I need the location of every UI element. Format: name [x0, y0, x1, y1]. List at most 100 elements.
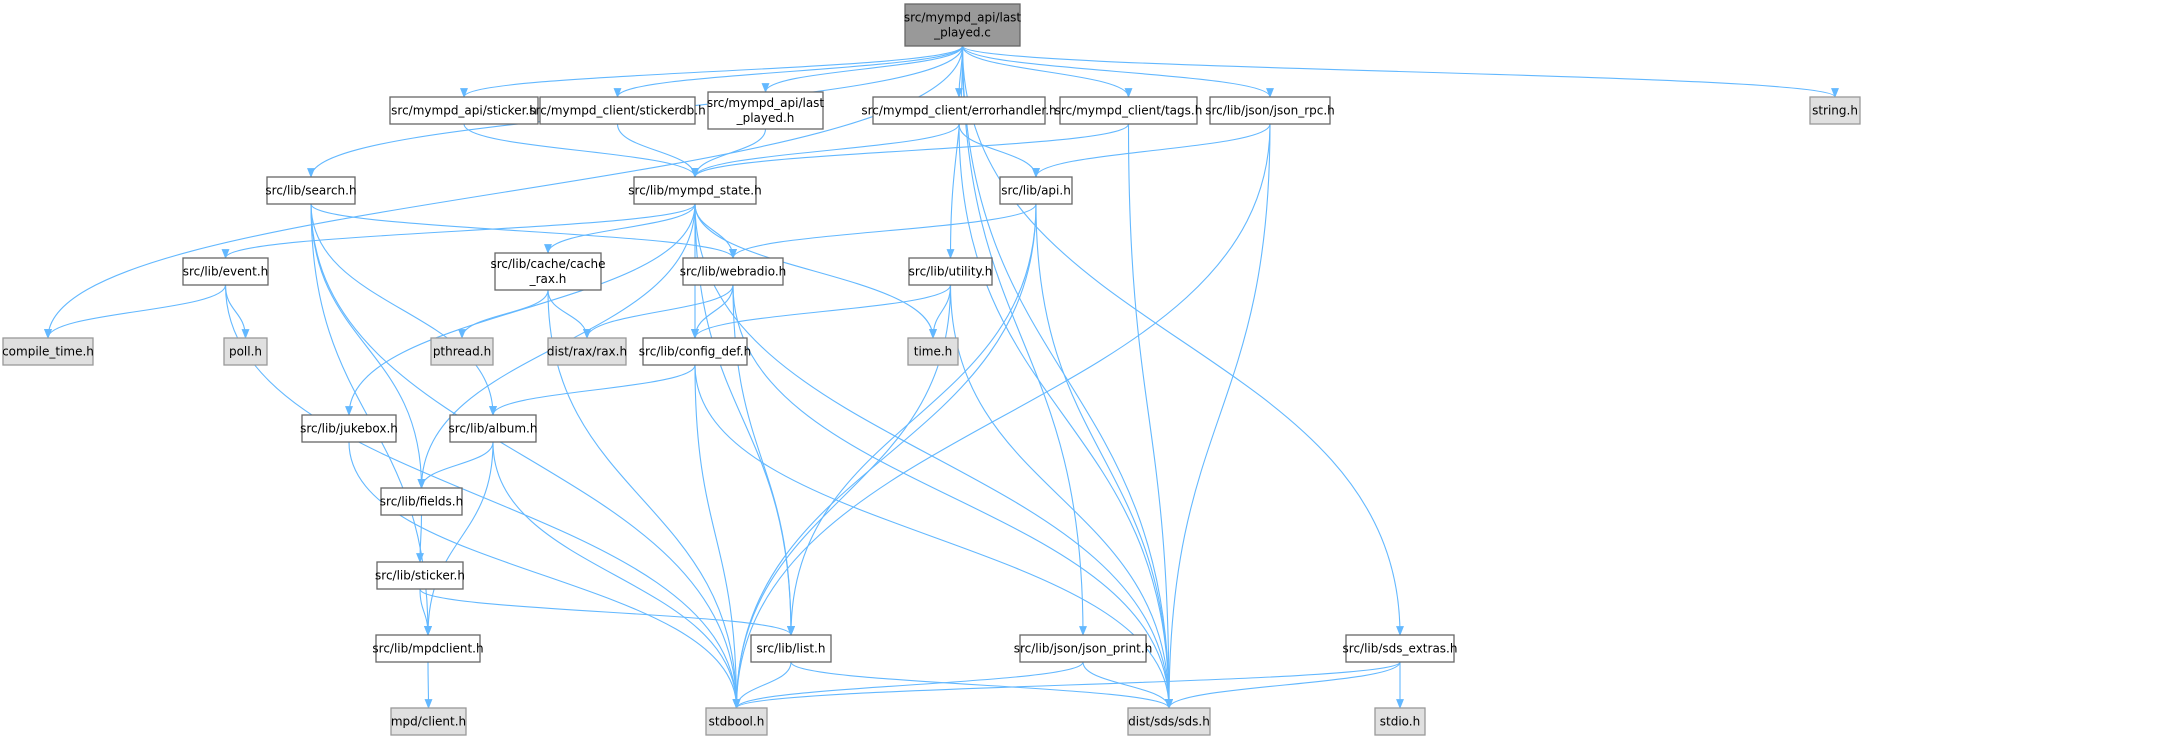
node-label: src/mympd_client/stickerdb.h — [529, 104, 705, 118]
node-lib-sticker[interactable]: src/lib/sticker.h — [375, 561, 465, 590]
node-box — [494, 252, 602, 291]
node-box — [223, 337, 268, 366]
edge-mympd_state-to-time_h — [694, 203, 937, 339]
node-label: src/mympd_client/tags.h — [1055, 104, 1203, 118]
edge-mpdclient-to-mpd_client_h — [424, 661, 433, 709]
node-sds-extras[interactable]: src/lib/sds_extras.h — [1343, 634, 1458, 663]
edge-config_def-to-album — [489, 364, 696, 416]
edge-json_print-to-stdbool — [732, 661, 1084, 709]
node-label: _played.h — [736, 111, 795, 125]
node-box — [1345, 634, 1455, 663]
edge-mympd_state-to-sds — [694, 203, 1173, 709]
node-label: dist/sds/sds.h — [1128, 715, 1210, 729]
node-box — [904, 3, 1021, 47]
node-event[interactable]: src/lib/event.h — [182, 257, 269, 286]
edge-root-to-stickerdb — [613, 45, 964, 98]
node-box — [430, 337, 494, 366]
edge-cache_rax-to-stdbool — [547, 289, 741, 709]
node-mympd-state[interactable]: src/lib/mympd_state.h — [628, 176, 762, 205]
node-last-played-h[interactable]: src/mympd_api/last_played.h — [707, 91, 825, 130]
node-sds[interactable]: dist/sds/sds.h — [1127, 707, 1211, 736]
node-label: pthread.h — [433, 345, 491, 359]
edge-tags-to-mympd_state — [691, 123, 1130, 178]
edge-errorhandler-to-sds — [958, 123, 1173, 709]
node-label: src/lib/api.h — [1001, 184, 1071, 198]
node-label: src/lib/config_def.h — [639, 345, 751, 359]
edge-api-to-sds — [1035, 203, 1173, 709]
edge-json_rpc-to-api — [1032, 123, 1271, 178]
node-box — [449, 414, 537, 443]
node-label: string.h — [1812, 104, 1858, 118]
node-label: poll.h — [229, 345, 262, 359]
node-string-h[interactable]: string.h — [1809, 96, 1861, 125]
node-album[interactable]: src/lib/album.h — [449, 414, 538, 443]
node-box — [1019, 634, 1147, 663]
node-time-h[interactable]: time.h — [907, 337, 959, 366]
node-jukebox[interactable]: src/lib/jukebox.h — [300, 414, 398, 443]
node-label: src/mympd_client/errorhandler.h — [861, 104, 1056, 118]
node-label: src/lib/sticker.h — [375, 569, 465, 583]
node-mpdclient[interactable]: src/lib/mpdclient.h — [372, 634, 484, 663]
node-poll[interactable]: poll.h — [223, 337, 268, 366]
edge-json_rpc-to-stdbool — [732, 123, 1271, 709]
edge-list-to-sds — [790, 661, 1173, 709]
nodes-layer: src/mympd_api/last_played.c src/mympd_api… — [2, 3, 1861, 736]
node-box — [390, 707, 467, 736]
node-api[interactable]: src/lib/api.h — [999, 176, 1073, 205]
node-search[interactable]: src/lib/search.h — [265, 176, 357, 205]
node-box — [633, 176, 757, 205]
edge-search-to-album — [310, 203, 497, 416]
node-label: src/lib/webradio.h — [680, 265, 787, 279]
node-stickerdb[interactable]: src/mympd_client/stickerdb.h — [529, 96, 706, 125]
node-tags[interactable]: src/mympd_client/tags.h — [1055, 96, 1203, 125]
node-label: stdio.h — [1380, 715, 1420, 729]
node-box — [707, 91, 824, 130]
node-label: src/lib/mpdclient.h — [372, 642, 483, 656]
node-stdbool[interactable]: stdbool.h — [705, 707, 768, 736]
node-stdio[interactable]: stdio.h — [1374, 707, 1426, 736]
node-utility[interactable]: src/lib/utility.h — [908, 257, 993, 286]
edge-root-to-json_print — [961, 45, 1087, 636]
edge-root-to-utility — [946, 45, 964, 259]
node-webradio[interactable]: src/lib/webradio.h — [680, 257, 787, 286]
edge-sds_extras-to-stdbool — [732, 661, 1401, 709]
node-label: src/lib/event.h — [183, 265, 269, 279]
node-label: _rax.h — [529, 272, 567, 286]
edge-sds_extras-to-sds — [1165, 661, 1401, 709]
node-box — [539, 96, 696, 125]
edge-json_rpc-to-sds — [1165, 123, 1271, 709]
node-compile-time[interactable]: compile_time.h — [2, 337, 94, 366]
node-rax[interactable]: dist/rax/rax.h — [547, 337, 627, 366]
node-list[interactable]: src/lib/list.h — [750, 634, 832, 663]
edge-album-to-stdbool — [492, 441, 741, 709]
node-pthread[interactable]: pthread.h — [430, 337, 494, 366]
node-cache-rax[interactable]: src/lib/cache/cache_rax.h — [490, 252, 606, 291]
edge-search-to-webradio — [310, 203, 737, 259]
edge-root-to-last_played_h — [761, 45, 964, 93]
edge-root-to-api_sticker — [460, 45, 964, 98]
node-box — [682, 257, 784, 286]
node-config-def[interactable]: src/lib/config_def.h — [639, 337, 751, 366]
edge-errorhandler-to-mympd_state — [691, 123, 960, 178]
edge-mympd_state-to-cache_rax — [544, 203, 696, 254]
node-api-sticker[interactable]: src/mympd_api/sticker.h — [389, 96, 539, 125]
node-box — [376, 561, 464, 590]
node-json-rpc[interactable]: src/lib/json/json_rpc.h — [1205, 96, 1335, 125]
node-errorhandler[interactable]: src/mympd_client/errorhandler.h — [861, 96, 1057, 125]
node-label: stdbool.h — [709, 715, 765, 729]
edge-cache_rax-to-pthread — [458, 289, 549, 339]
edge-api-to-stdbool — [732, 203, 1037, 709]
edge-jukebox-to-stdbool — [348, 441, 741, 709]
edge-event-to-compile_time — [44, 284, 227, 339]
node-box — [301, 414, 397, 443]
edge-root-to-sds_extras — [961, 45, 1404, 636]
node-fields[interactable]: src/lib/fields.h — [380, 487, 463, 516]
node-box — [389, 96, 539, 125]
node-mpd-client-h[interactable]: mpd/client.h — [390, 707, 467, 736]
edge-root-to-sds — [961, 45, 1173, 709]
edge-stickerdb-to-mympd_state — [616, 123, 699, 178]
node-root[interactable]: src/mympd_api/last_played.c — [904, 3, 1022, 47]
edge-mympd_state-to-event — [221, 203, 696, 259]
node-json-print[interactable]: src/lib/json/json_print.h — [1014, 634, 1153, 663]
